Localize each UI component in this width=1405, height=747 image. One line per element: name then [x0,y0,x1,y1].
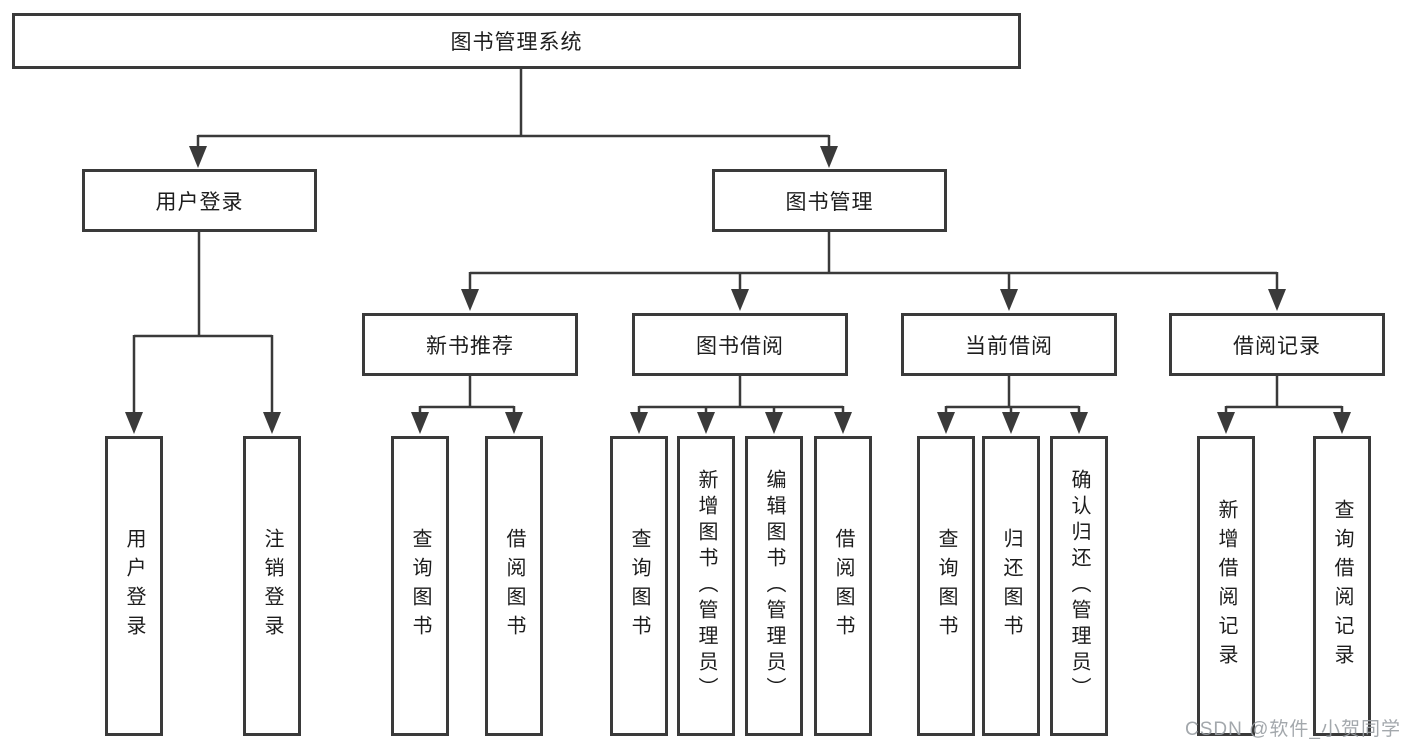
arrowheads [125,146,1351,434]
leaf-label: 查询图书 [628,528,650,644]
leaf-label: 确认归还（管理员） [1068,469,1090,703]
leaf-box-return-book: 归还图书 [982,436,1040,736]
leaf-box-logout: 注销登录 [243,436,301,736]
branch-box-user-login: 用户登录 [82,169,317,232]
branch-box-borrow-record: 借阅记录 [1169,313,1385,376]
leaf-box-borrow-book: 借阅图书 [814,436,872,736]
branch-box-book-management: 图书管理 [712,169,947,232]
leaf-label: 查询图书 [409,528,431,644]
leaf-box-edit-book-admin: 编辑图书（管理员） [745,436,803,736]
leaf-box-query-book-borrow: 查询图书 [610,436,668,736]
leaf-label: 查询图书 [935,528,957,644]
leaf-box-query-book-recommend: 查询图书 [391,436,449,736]
branch-label: 当前借阅 [965,334,1053,358]
leaf-box-user-login: 用户登录 [105,436,163,736]
leaf-label: 用户登录 [123,528,145,644]
leaf-label: 新增图书（管理员） [695,469,717,703]
branch-label: 图书借阅 [696,334,784,358]
branch-box-book-borrow: 图书借阅 [632,313,848,376]
branch-label: 新书推荐 [426,334,514,358]
branch-box-new-book-recommend: 新书推荐 [362,313,578,376]
csdn-watermark: CSDN @软件_小贺同学 [1185,719,1401,740]
leaf-box-query-borrow-record: 查询借阅记录 [1313,436,1371,736]
leaf-label: 归还图书 [1000,528,1022,644]
leaf-box-confirm-return-admin: 确认归还（管理员） [1050,436,1108,736]
leaf-label: 新增借阅记录 [1215,499,1237,673]
leaf-box-query-book-current: 查询图书 [917,436,975,736]
leaf-box-add-borrow-record: 新增借阅记录 [1197,436,1255,736]
branch-box-current-borrow: 当前借阅 [901,313,1117,376]
branch-label: 借阅记录 [1233,334,1321,358]
leaf-label: 查询借阅记录 [1331,499,1353,673]
root-label: 图书管理系统 [450,31,583,54]
branch-label: 用户登录 [155,190,244,214]
leaf-box-add-book-admin: 新增图书（管理员） [677,436,735,736]
branch-label: 图书管理 [785,190,874,214]
leaf-label: 借阅图书 [832,528,854,644]
leaf-label: 注销登录 [261,528,283,644]
leaf-box-borrow-book-recommend: 借阅图书 [485,436,543,736]
tree-edges [132,67,1344,414]
leaf-label: 编辑图书（管理员） [763,469,785,703]
root-box-library-management-system: 图书管理系统 [12,13,1021,69]
leaf-label: 借阅图书 [503,528,525,644]
